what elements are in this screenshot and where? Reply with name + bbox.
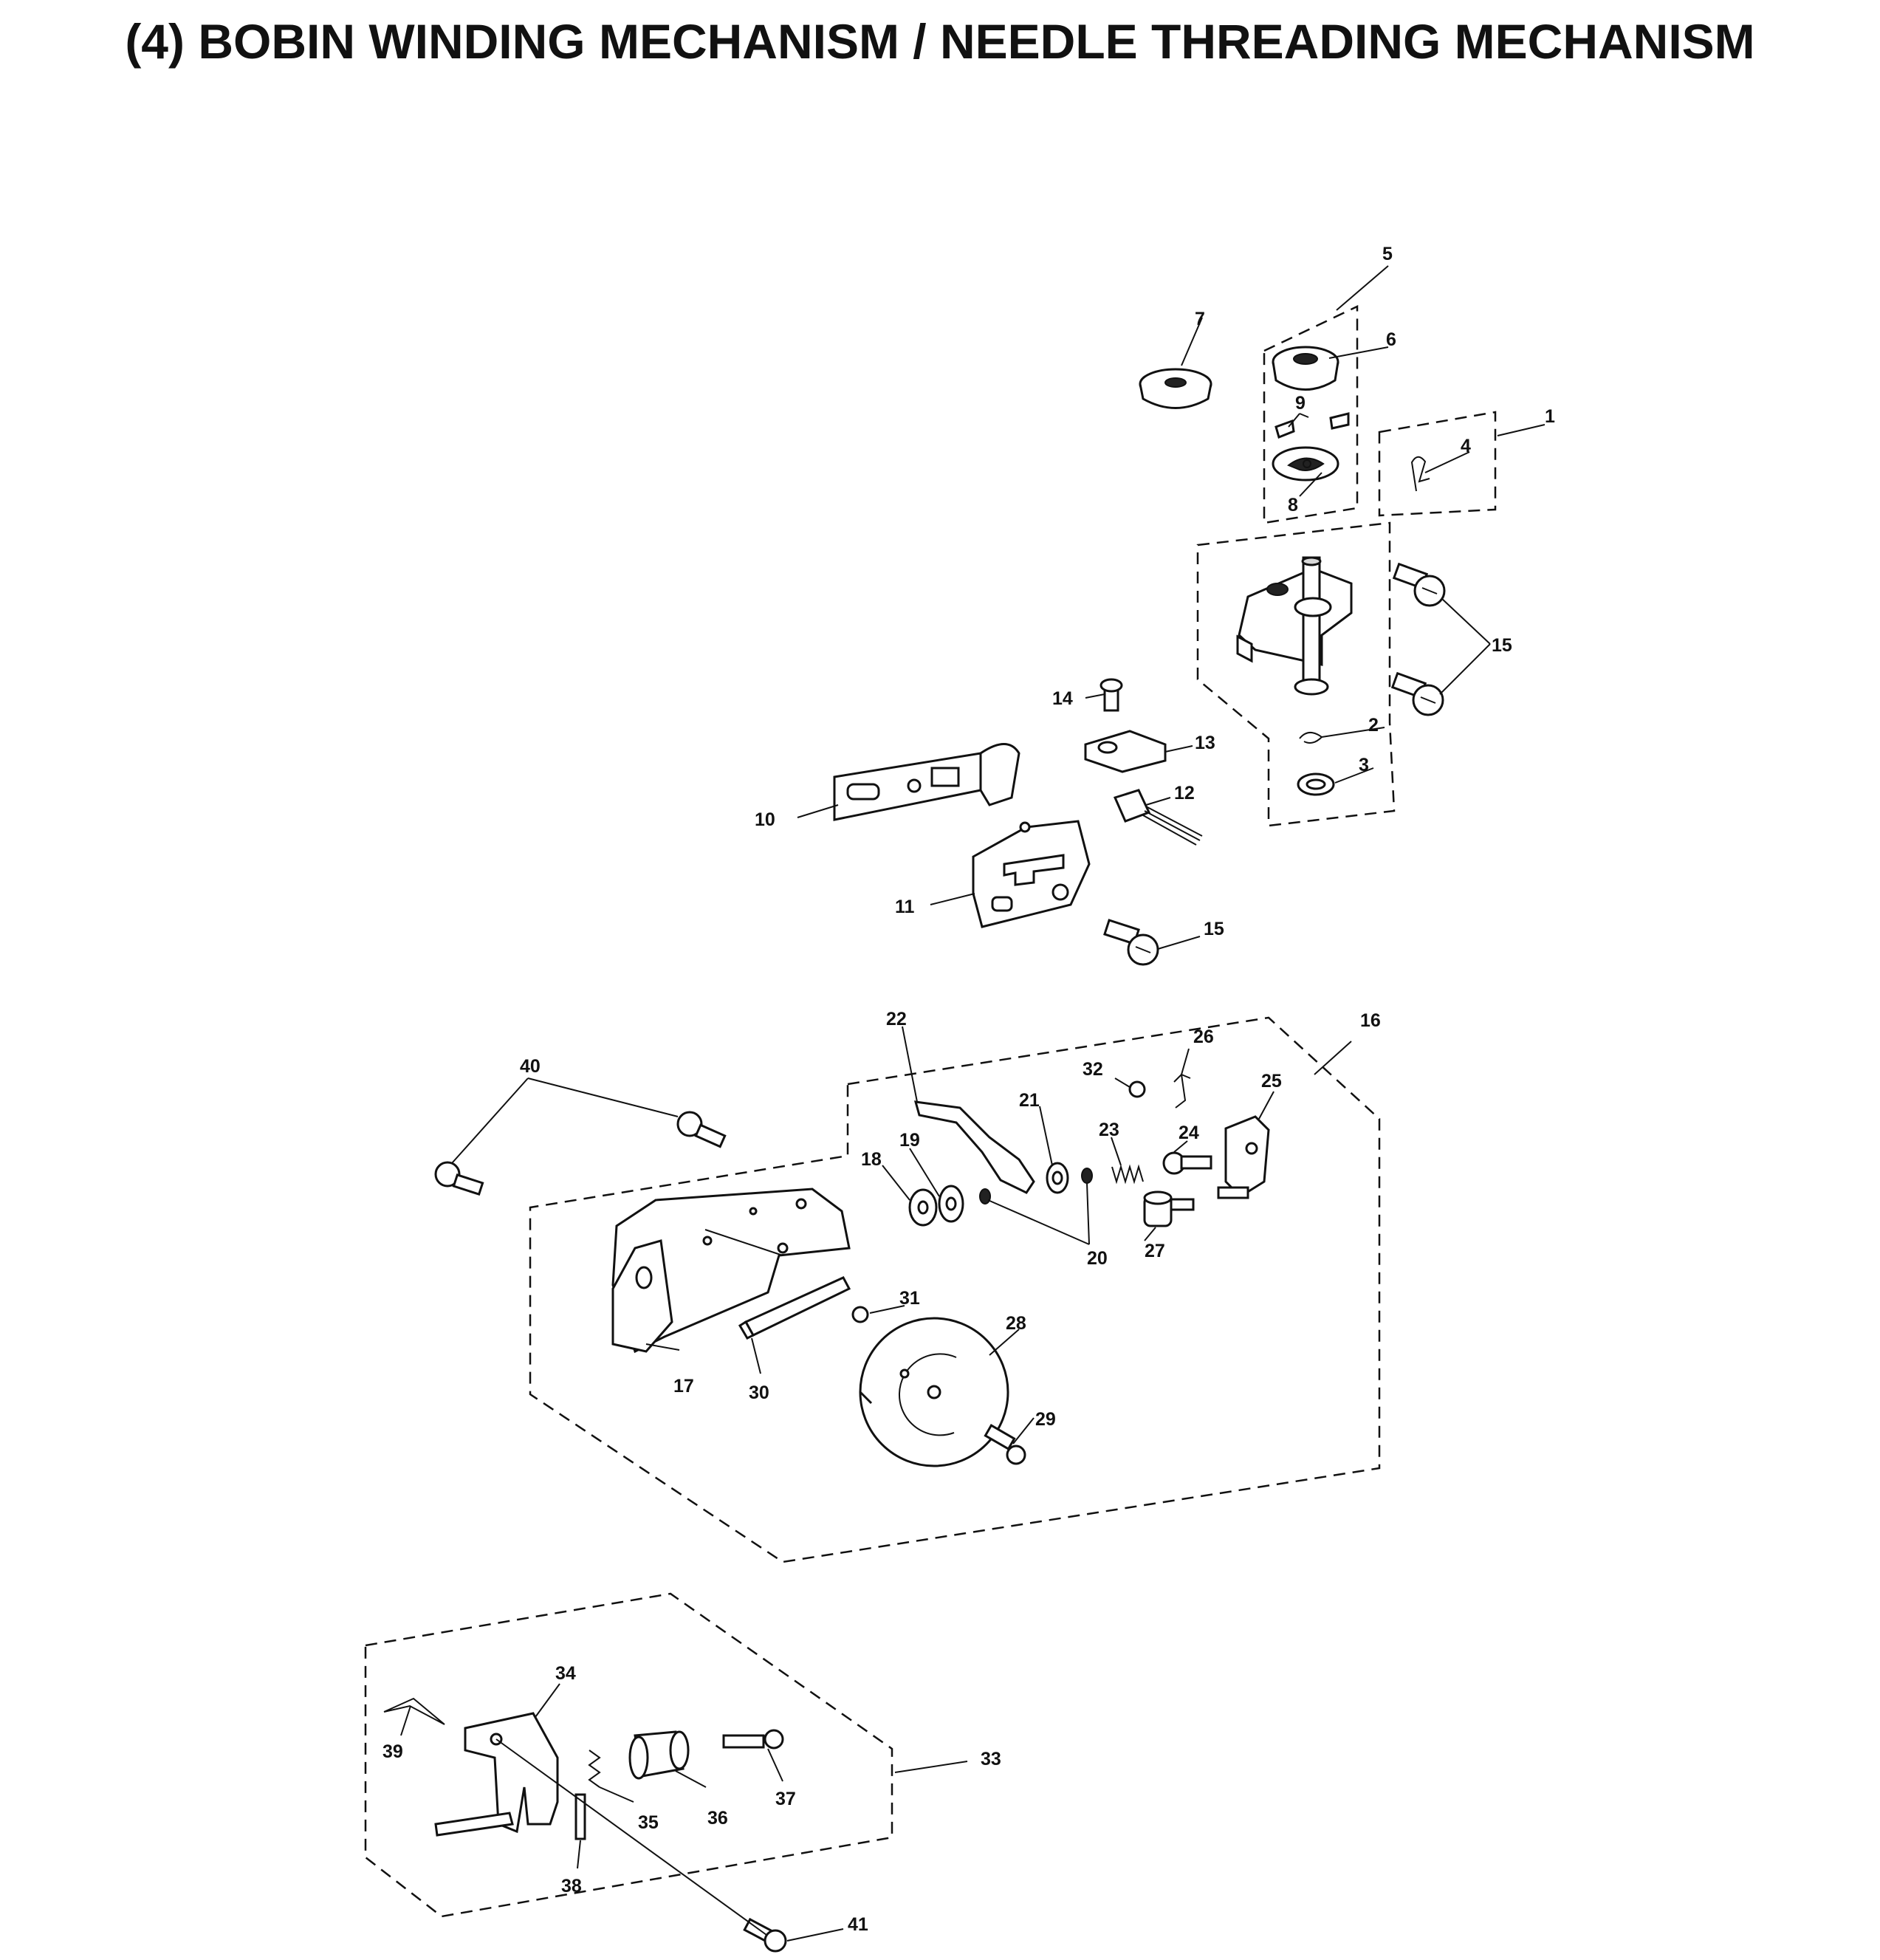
- part-19-washer: [938, 1185, 964, 1223]
- part-2-e-ring: [1299, 732, 1323, 744]
- part-needle-threader-shaft: [1236, 556, 1353, 696]
- callout-23: 23: [1099, 1120, 1119, 1140]
- group-outline-33: [364, 1592, 893, 1918]
- part-15-screw-lower: [1390, 671, 1444, 716]
- callout-31: 31: [899, 1288, 920, 1309]
- callout-3: 3: [1359, 755, 1369, 775]
- part-12-switch: [1113, 789, 1203, 846]
- part-29-screw: [984, 1424, 1026, 1465]
- callout-18: 18: [861, 1149, 882, 1170]
- callout-5: 5: [1382, 244, 1393, 264]
- part-37-screw: [722, 1729, 784, 1750]
- part-39-spring-wire: [383, 1697, 445, 1725]
- part-41-screw: [743, 1917, 787, 1953]
- part-22-lever: [913, 1100, 1035, 1194]
- callout-22: 22: [886, 1009, 907, 1029]
- part-9-spring-clips: [1275, 412, 1350, 439]
- part-34-bracket: [434, 1712, 559, 1837]
- part-27-bushing: [1143, 1190, 1195, 1227]
- part-21-bushing: [1046, 1162, 1069, 1194]
- page-title: (4) BOBIN WINDING MECHANISM / NEEDLE THR…: [125, 14, 1755, 69]
- callout-29: 29: [1035, 1409, 1056, 1430]
- callout-8: 8: [1288, 495, 1298, 515]
- callout-38: 38: [561, 1876, 582, 1896]
- callout-30: 30: [749, 1382, 769, 1403]
- part-7-rubber-ring: [1139, 368, 1212, 409]
- group-outline-16: [529, 1016, 1381, 1563]
- part-38-pin: [574, 1793, 586, 1840]
- part-8-winder-plate: [1272, 446, 1339, 482]
- callout-7: 7: [1195, 309, 1205, 329]
- part-25-lever-block: [1217, 1115, 1270, 1199]
- callout-6: 6: [1386, 329, 1396, 350]
- callout-40: 40: [520, 1056, 541, 1077]
- callout-12: 12: [1174, 783, 1195, 803]
- callout-28: 28: [1006, 1313, 1026, 1334]
- part-15-screw-upper: [1392, 562, 1446, 607]
- part-28-wheel: [859, 1317, 1009, 1467]
- part-30-arm: [738, 1276, 851, 1340]
- callout-33: 33: [981, 1749, 1001, 1769]
- part-31-screw: [851, 1306, 869, 1323]
- part-14-small-screw: [1099, 678, 1123, 712]
- callout-35: 35: [638, 1812, 659, 1833]
- part-23-spring: [1111, 1164, 1144, 1185]
- callout-16: 16: [1360, 1010, 1381, 1031]
- callout-15-top: 15: [1492, 635, 1512, 656]
- callout-1: 1: [1545, 406, 1555, 427]
- callout-10: 10: [755, 809, 775, 830]
- callout-41: 41: [848, 1914, 868, 1935]
- part-11-base-plate: [972, 820, 1091, 928]
- part-3-washer: [1297, 772, 1335, 796]
- callout-19: 19: [899, 1130, 920, 1151]
- callout-11: 11: [895, 897, 915, 917]
- callout-20: 20: [1087, 1248, 1108, 1269]
- callout-37: 37: [775, 1789, 796, 1809]
- callout-15-mid: 15: [1204, 919, 1224, 939]
- callout-26: 26: [1193, 1027, 1214, 1047]
- part-15-screw-mid: [1103, 919, 1159, 966]
- part-32-screw: [1128, 1080, 1146, 1098]
- part-24-screw: [1162, 1151, 1212, 1175]
- callout-34: 34: [555, 1663, 576, 1684]
- callout-4: 4: [1461, 436, 1471, 456]
- callout-39: 39: [382, 1741, 403, 1762]
- part-10-plate: [833, 743, 1020, 821]
- callout-17: 17: [673, 1376, 694, 1397]
- part-6-winder-cam: [1272, 346, 1339, 391]
- part-26-spring-clip: [1173, 1072, 1191, 1109]
- part-18-washer: [908, 1188, 938, 1227]
- callout-32: 32: [1083, 1059, 1103, 1080]
- part-13-bracket: [1084, 730, 1167, 773]
- part-40-screw-left: [434, 1161, 484, 1196]
- callout-14: 14: [1052, 688, 1073, 709]
- callout-2: 2: [1368, 715, 1379, 736]
- part-40-screw-right: [676, 1111, 727, 1148]
- callout-13: 13: [1195, 733, 1215, 753]
- leader-lines: [400, 265, 1545, 1942]
- part-4-clip: [1410, 456, 1430, 492]
- group-outline-needle-threader: [1196, 521, 1396, 827]
- callout-24: 24: [1179, 1123, 1199, 1143]
- callout-27: 27: [1145, 1241, 1165, 1261]
- part-17-frame-bracket: [611, 1188, 851, 1354]
- callout-21: 21: [1019, 1090, 1040, 1111]
- group-outline-1: [1378, 411, 1497, 517]
- group-outline-5: [1263, 305, 1359, 524]
- callout-36: 36: [707, 1808, 728, 1829]
- callout-25: 25: [1261, 1071, 1282, 1092]
- part-36-roller: [628, 1730, 690, 1780]
- callout-9: 9: [1295, 393, 1306, 414]
- part-35-spring: [588, 1750, 601, 1788]
